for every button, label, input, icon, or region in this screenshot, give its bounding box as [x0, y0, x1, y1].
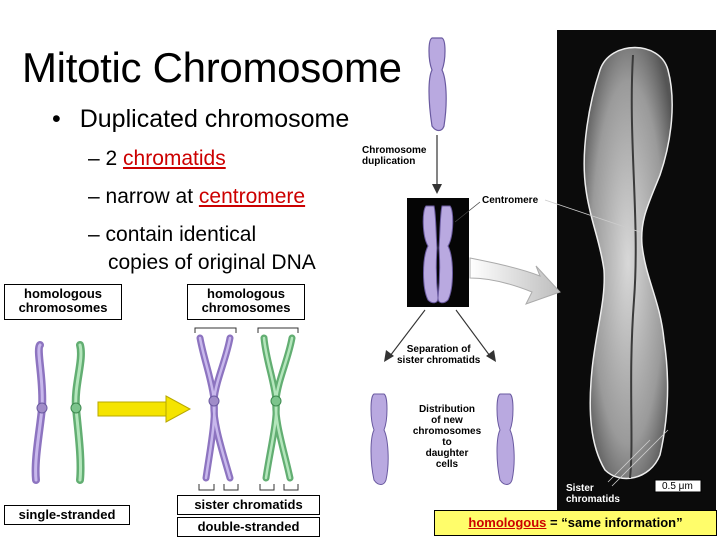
top-chromosome: [428, 37, 447, 132]
single-stranded-pair: [31, 341, 85, 484]
daughter-chromosome-right: [496, 393, 515, 485]
subpoint-2-text: – narrow at: [88, 185, 199, 208]
subpoint-3: – contain identical: [88, 222, 256, 248]
chromatid-brackets: [194, 327, 299, 491]
slide-title: Mitotic Chromosome: [22, 44, 402, 91]
link-homologous[interactable]: homologous: [468, 515, 547, 530]
caption-single-stranded: single-stranded: [4, 505, 130, 525]
double-stranded-purple: [196, 334, 234, 482]
label-separation: Separation of sister chromatids: [397, 344, 481, 366]
definition-text: = “same information”: [546, 515, 683, 530]
subpoint-3-continuation: copies of original DNA: [108, 251, 316, 274]
subpoint-3-text: – contain identical: [88, 223, 257, 246]
label-distribution: Distribution of new chromosomes to daugh…: [412, 404, 482, 470]
main-bullet-text: Duplicated chromosome: [79, 105, 350, 133]
caption-sister-chromatids: sister chromatids: [177, 495, 320, 515]
duplicated-chromosome: [422, 205, 454, 304]
label-scale: 0.5 μm: [662, 481, 693, 492]
scale-bar-box: [654, 479, 702, 493]
label-centromere: Centromere: [482, 195, 539, 206]
label-homologous-single: homologous chromosomes: [4, 284, 122, 320]
label-sister-chromatids: Sister chromatids: [566, 483, 620, 505]
subpoint-1-text: – 2: [88, 147, 124, 170]
link-chromatids[interactable]: chromatids: [123, 147, 226, 170]
duplication-arrow: [97, 395, 192, 423]
bullet-dot: •: [52, 105, 61, 133]
enlarge-arrow: [469, 257, 561, 305]
main-bullet: • Duplicated chromosome: [52, 104, 349, 134]
micrograph-chromosome: [583, 46, 673, 480]
double-stranded-green: [260, 334, 296, 482]
duplicated-chromosome-box: [407, 198, 469, 307]
label-homologous-double: homologous chromosomes: [187, 284, 305, 320]
subpoint-2: – narrow at centromere: [88, 184, 305, 210]
link-centromere[interactable]: centromere: [198, 185, 306, 208]
label-chromosome-duplication: Chromosome duplication: [362, 145, 427, 167]
caption-double-stranded: double-stranded: [177, 517, 320, 537]
definition-box: homologous = “same information”: [434, 510, 717, 536]
daughter-chromosome-left: [370, 393, 389, 485]
subpoint-1: – 2 chromatids: [88, 146, 226, 172]
